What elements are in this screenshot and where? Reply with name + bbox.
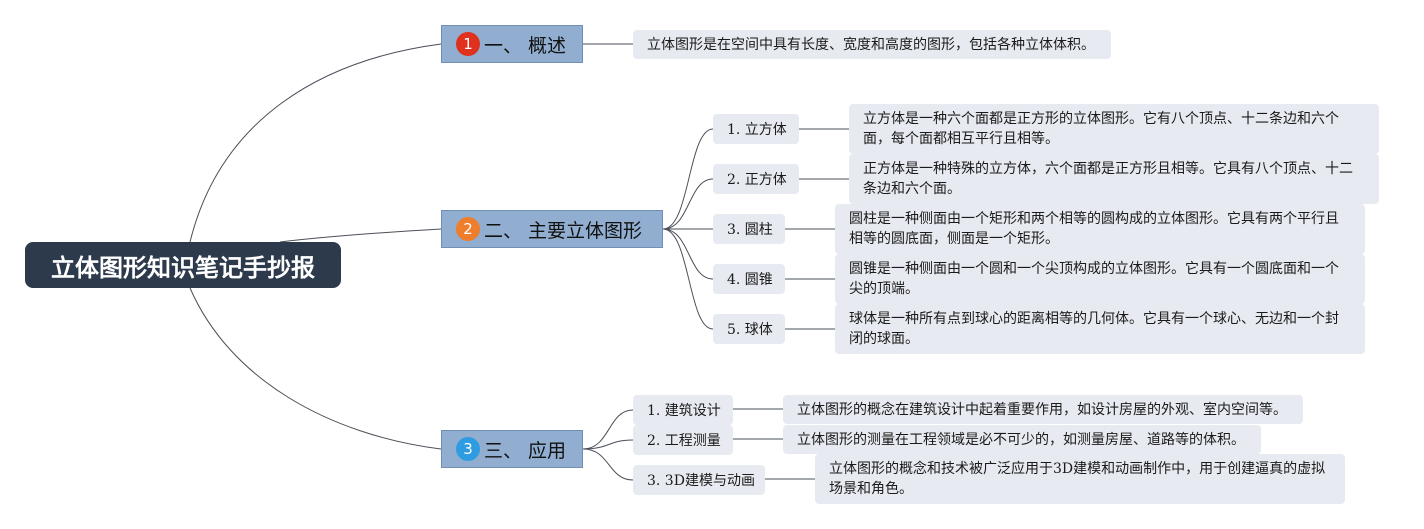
- connector-root-overview: [189, 43, 442, 243]
- branch-label: 三、 应用: [484, 439, 567, 462]
- branch-overview[interactable]: 1 一、 概述: [441, 25, 583, 63]
- note-text: 圆锥是一种侧面由一个圆和一个尖顶构成的立体图形。它具有一个圆底面和一个尖的顶端。: [849, 261, 1339, 297]
- note-overview[interactable]: 立体图形是在空间中具有长度、宽度和高度的图形，包括各种立体体积。: [633, 30, 1111, 59]
- subtopic-cylinder[interactable]: 3. 圆柱: [713, 214, 785, 244]
- connector-root-applications: [189, 287, 442, 450]
- subtopic-3d-modeling[interactable]: 3. 3D建模与动画: [633, 465, 765, 495]
- connector-app-3: [582, 448, 634, 481]
- note-text: 正方体是一种特殊的立方体，六个面都是正方形且相等。它具有八个顶点、十二条边和六个…: [863, 161, 1353, 197]
- subtopic-sphere[interactable]: 5. 球体: [713, 314, 785, 344]
- note-text: 立体图形的测量在工程领域是必不可少的，如测量房屋、道路等的体积。: [797, 431, 1245, 448]
- note-cylinder[interactable]: 圆柱是一种侧面由一个矩形和两个相等的圆构成的立体图形。它具有两个平行且相等的圆底…: [835, 204, 1365, 254]
- root-topic[interactable]: 立体图形知识笔记手抄报: [25, 242, 341, 288]
- note-cube[interactable]: 立方体是一种六个面都是正方形的立体图形。它有八个顶点、十二条边和六个面，每个面都…: [849, 104, 1379, 154]
- branch-label: 一、 概述: [484, 34, 567, 57]
- connector-app-1: [582, 409, 634, 450]
- note-text: 立体图形是在空间中具有长度、宽度和高度的图形，包括各种立体体积。: [647, 36, 1095, 53]
- branch-applications[interactable]: 3 三、 应用: [441, 430, 583, 468]
- connector-shape-4: [662, 228, 714, 280]
- subtopic-cone[interactable]: 4. 圆锥: [713, 264, 785, 294]
- note-surveying[interactable]: 立体图形的测量在工程领域是必不可少的，如测量房屋、道路等的体积。: [783, 425, 1261, 454]
- connector-app-2: [582, 439, 634, 450]
- number-badge-2: 2: [456, 217, 480, 241]
- note-sphere[interactable]: 球体是一种所有点到球心的距离相等的几何体。它具有一个球心、无边和一个封闭的球面。: [835, 304, 1365, 354]
- note-architecture[interactable]: 立体图形的概念在建筑设计中起着重要作用，如设计房屋的外观、室内空间等。: [783, 395, 1303, 424]
- note-3d-modeling[interactable]: 立体图形的概念和技术被广泛应用于3D建模和动画制作中，用于创建逼真的虚拟场景和角…: [815, 454, 1345, 504]
- connector-root-shapes: [279, 228, 442, 243]
- note-text: 立方体是一种六个面都是正方形的立体图形。它有八个顶点、十二条边和六个面，每个面都…: [863, 111, 1339, 147]
- note-text: 立体图形的概念在建筑设计中起着重要作用，如设计房屋的外观、室内空间等。: [797, 401, 1287, 418]
- note-text: 圆柱是一种侧面由一个矩形和两个相等的圆构成的立体图形。它具有两个平行且相等的圆底…: [849, 211, 1339, 247]
- note-cone[interactable]: 圆锥是一种侧面由一个圆和一个尖顶构成的立体图形。它具有一个圆底面和一个尖的顶端。: [835, 254, 1365, 304]
- number-badge-3: 3: [456, 437, 480, 461]
- branch-main-shapes[interactable]: 2 二、 主要立体图形: [441, 210, 663, 248]
- number-badge-1: 1: [456, 32, 480, 56]
- subtopic-surveying[interactable]: 2. 工程测量: [633, 425, 733, 455]
- note-square-cube[interactable]: 正方体是一种特殊的立方体，六个面都是正方形且相等。它具有八个顶点、十二条边和六个…: [849, 154, 1379, 204]
- subtopic-square-cube[interactable]: 2. 正方体: [713, 164, 799, 194]
- branch-label: 二、 主要立体图形: [484, 219, 643, 242]
- connector-shape-5: [662, 228, 714, 330]
- connector-shape-1: [662, 128, 714, 230]
- subtopic-architecture[interactable]: 1. 建筑设计: [633, 395, 733, 425]
- connector-shape-2: [662, 178, 714, 230]
- note-text: 立体图形的概念和技术被广泛应用于3D建模和动画制作中，用于创建逼真的虚拟场景和角…: [829, 461, 1326, 497]
- note-text: 球体是一种所有点到球心的距离相等的几何体。它具有一个球心、无边和一个封闭的球面。: [849, 311, 1339, 347]
- subtopic-cube[interactable]: 1. 立方体: [713, 114, 799, 144]
